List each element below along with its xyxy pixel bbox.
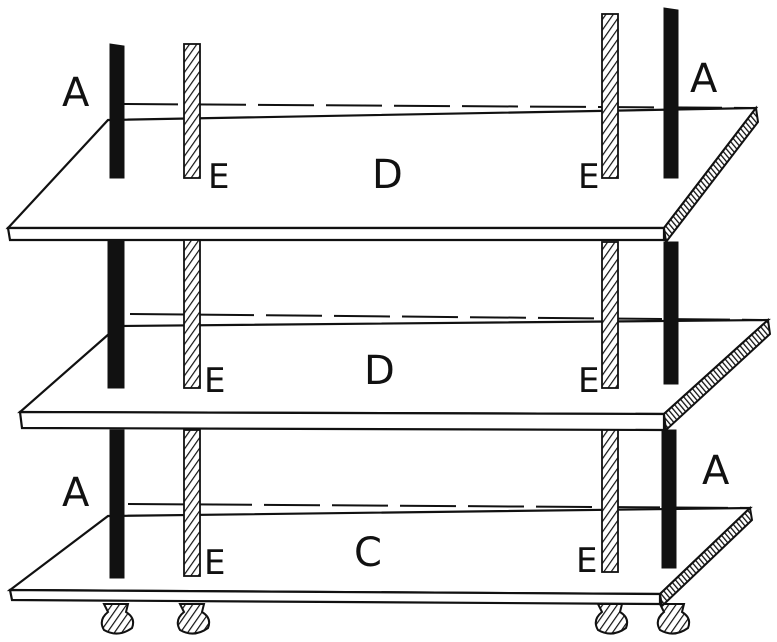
label-d-mid: D [364,348,395,394]
foot-third [594,603,629,635]
rod-a-left-bot [109,429,125,579]
foot-second [176,603,211,635]
label-a-top-left: A [62,70,90,116]
label-a-bottom-left: A [62,470,90,516]
labels: A A A A E E E E E E D D C [62,56,730,583]
label-a-top-right: A [690,56,718,102]
rods-a [107,7,679,579]
label-c-bottom: C [354,530,382,576]
label-d-top: D [372,152,403,198]
label-e-mid-right: E [578,361,599,401]
rod-a-right-mid [663,241,679,385]
rod-e-right-bot [601,429,619,573]
label-e-bot-right: E [576,541,597,581]
middle-plate [17,313,772,433]
rod-a-left-top [109,43,125,179]
rod-a-right-bot [661,429,677,569]
foot-right [656,603,691,635]
rod-a-left-mid [107,239,125,389]
label-e-top-right: E [578,157,599,197]
rod-e-left-mid [183,239,201,389]
feet [100,603,691,635]
label-a-bottom-right: A [702,448,730,494]
foot-left [100,603,135,635]
rod-e-left-top [183,43,201,179]
rod-e-left-bot [183,429,201,577]
rods-e [183,13,619,577]
rod-a-right-top [663,7,679,179]
label-e-top-left: E [208,157,229,197]
label-e-mid-left: E [204,361,225,401]
rod-e-right-mid [601,241,619,389]
label-e-bot-left: E [204,543,225,583]
rod-e-right-top [601,13,619,179]
